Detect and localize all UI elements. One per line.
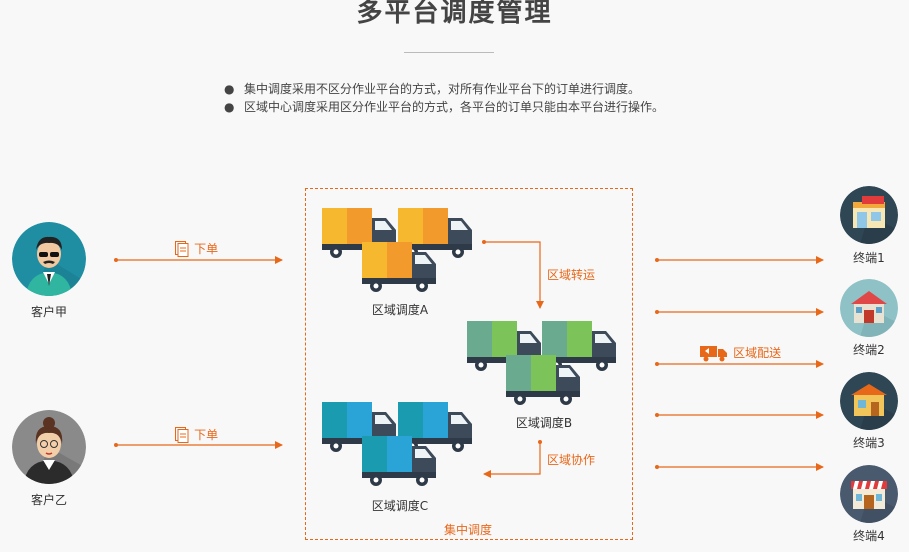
dispatch-a-label: 区域调度A bbox=[371, 303, 429, 317]
order-b-tag: 下单 bbox=[175, 424, 218, 443]
bullet-text: 区域中心调度采用区分作业平台的方式，各平台的订单只能由本平台进行操作。 bbox=[244, 100, 665, 114]
customer-b-label: 客户乙 bbox=[30, 493, 67, 507]
order-a-tag: 下单 bbox=[175, 238, 218, 257]
document-icon bbox=[175, 426, 189, 443]
customer-a-label: 客户甲 bbox=[30, 305, 67, 319]
document-icon bbox=[175, 240, 189, 257]
bullet-text: 集中调度采用不区分作业平台的方式，对所有作业平台下的订单进行调度。 bbox=[244, 82, 641, 96]
terminal-3-icon bbox=[840, 372, 898, 430]
delivery-truck-icon bbox=[700, 345, 727, 361]
terminal-4-icon bbox=[840, 465, 898, 523]
central-dispatch-box bbox=[305, 188, 633, 540]
title-divider bbox=[404, 52, 494, 53]
bullet-marker: ● bbox=[224, 100, 235, 114]
terminal-3-label: 终端3 bbox=[853, 436, 885, 450]
terminal-2-label: 终端2 bbox=[853, 343, 885, 357]
truck-group-c bbox=[322, 402, 472, 486]
terminal-1-label: 终端1 bbox=[853, 251, 885, 265]
transfer-label: 区域转运 bbox=[547, 268, 596, 282]
bullet-item-1: ● 集中调度采用不区分作业平台的方式，对所有作业平台下的订单进行调度。 bbox=[224, 81, 684, 98]
dispatch-b-label: 区域调度B bbox=[515, 416, 573, 430]
bullet-marker: ● bbox=[224, 82, 235, 96]
truck-group-a bbox=[322, 208, 472, 292]
central-dispatch-label: 集中调度 bbox=[444, 523, 493, 537]
customer-b-avatar bbox=[12, 410, 86, 484]
page-title: 多平台调度管理 bbox=[356, 0, 553, 28]
terminal-4-label: 终端4 bbox=[853, 529, 885, 543]
terminal-2-icon bbox=[840, 279, 898, 337]
cooperate-label: 区域协作 bbox=[547, 453, 596, 467]
delivery-tag: 区域配送 bbox=[700, 342, 781, 362]
bullet-item-2: ● 区域中心调度采用区分作业平台的方式，各平台的订单只能由本平台进行操作。 bbox=[224, 99, 680, 116]
order-a-label: 下单 bbox=[194, 242, 219, 256]
terminal-1-icon bbox=[840, 186, 898, 244]
delivery-label: 区域配送 bbox=[733, 346, 782, 360]
truck-group-b bbox=[467, 321, 616, 405]
dispatch-c-label: 区域调度C bbox=[371, 499, 429, 513]
order-b-label: 下单 bbox=[194, 428, 219, 442]
customer-a-avatar bbox=[12, 222, 86, 296]
